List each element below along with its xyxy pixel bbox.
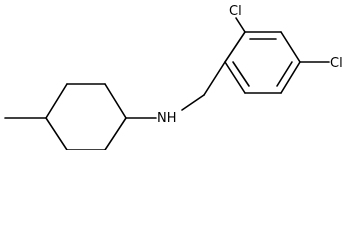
chemical-structure: NH Cl Cl — [4, 4, 343, 150]
ring-bond — [280, 61, 301, 94]
double-bond-inner — [232, 61, 250, 87]
chlorine-top-label: Cl — [229, 4, 242, 19]
ring-bond — [224, 31, 246, 63]
ring-bond — [45, 117, 68, 150]
structure-canvas: NH Cl Cl — [4, 4, 343, 150]
bond-nitrogen-ch2 — [181, 94, 205, 111]
chlorine-right-label: Cl — [330, 56, 343, 71]
bond-chlorine-top — [235, 17, 246, 33]
cyclohexane-ring — [45, 83, 127, 150]
benzene-ring — [224, 31, 301, 94]
ring-bond — [224, 61, 246, 94]
ring-bond — [104, 83, 127, 119]
nitrogen-label: NH — [157, 111, 177, 126]
ring-bond — [45, 83, 68, 119]
ring-bond — [104, 117, 127, 150]
double-bond-inner — [276, 61, 293, 87]
ring-bond — [280, 31, 301, 63]
bond-ch2-benzene — [203, 61, 226, 96]
